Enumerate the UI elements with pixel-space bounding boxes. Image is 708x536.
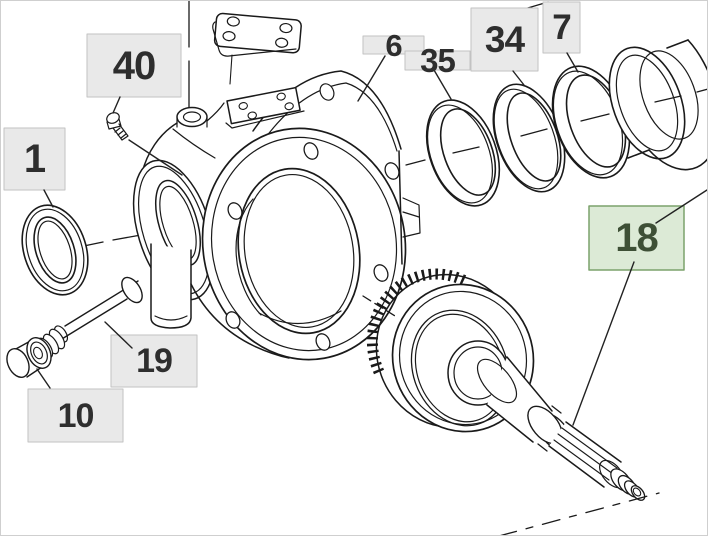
callout-10[interactable]: 10 <box>57 396 95 435</box>
part-mounting-pad <box>225 86 305 129</box>
part-10-bushing <box>6 337 52 378</box>
flange-bracket <box>402 197 421 238</box>
callout-box-10[interactable] <box>27 388 124 443</box>
leader-19 <box>104 321 133 349</box>
callout-19[interactable]: 19 <box>136 342 173 380</box>
callout-7[interactable]: 7 <box>552 8 571 47</box>
leader-7 <box>566 52 579 73</box>
callout-18[interactable]: 18 <box>615 216 659 260</box>
part-cover-plate <box>212 12 302 85</box>
callout-box-18[interactable] <box>588 205 685 271</box>
leader-6 <box>357 55 386 102</box>
leader-10 <box>36 368 51 389</box>
bottom-axis-line <box>500 492 660 535</box>
flange-bolt-holes <box>225 142 400 351</box>
callout-35[interactable]: 35 <box>420 42 456 79</box>
callout-box-35[interactable] <box>404 50 471 71</box>
part-19-pin <box>36 276 143 359</box>
leader-lines <box>36 52 707 426</box>
rear-rim-bolt-hole <box>319 83 335 101</box>
leader-35 <box>433 69 452 100</box>
part-bearing-cup <box>608 39 707 171</box>
callout-40[interactable]: 40 <box>112 43 157 88</box>
part-35-ring <box>425 99 501 207</box>
callout-boxes <box>3 1 685 443</box>
leader-40 <box>112 96 183 176</box>
leader-34 <box>512 70 525 86</box>
callout-box-1[interactable] <box>3 127 66 191</box>
part-34-ring <box>492 83 566 193</box>
callout-box-7[interactable] <box>542 1 581 54</box>
flange-flat-edge <box>398 150 403 265</box>
callout-box-40[interactable] <box>86 33 182 98</box>
leader-18-up <box>655 189 707 224</box>
leader-18-down <box>572 261 635 426</box>
callout-box-6[interactable] <box>362 35 425 55</box>
gear-web <box>410 309 510 427</box>
callout-box-34[interactable] <box>470 7 539 72</box>
part-18-pinion-shaft <box>366 268 646 501</box>
callout-1[interactable]: 1 <box>23 137 46 181</box>
callout-6[interactable]: 6 <box>385 27 402 63</box>
callout-34[interactable]: 34 <box>484 19 525 60</box>
axis-dashes <box>362 88 707 535</box>
callout-box-19[interactable] <box>110 334 198 388</box>
part-40-screw <box>106 112 129 141</box>
ring-axis-line <box>405 88 707 166</box>
leader-1 <box>43 189 54 208</box>
part-1-seal <box>21 204 89 296</box>
pinion-axis-tick <box>362 295 396 317</box>
